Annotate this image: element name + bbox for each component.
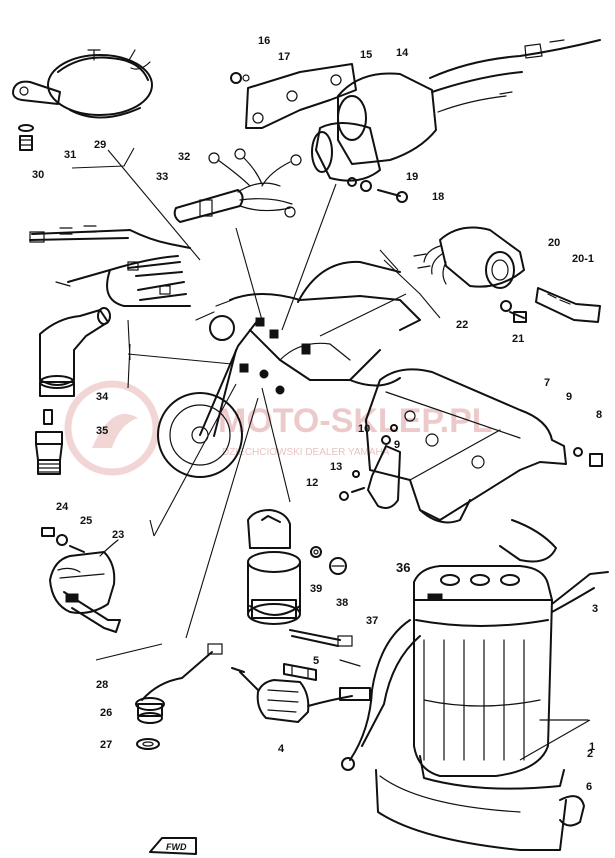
- callout-9-right: 9: [566, 391, 572, 403]
- fwd-arrow: FWD: [149, 837, 197, 855]
- flasher-relay: [247, 509, 353, 647]
- callout-2: 2: [587, 748, 593, 760]
- callout-26: 26: [100, 707, 112, 719]
- callout-33: 33: [156, 171, 168, 183]
- callout-labels: 1 2 3 4 5 6 7 8 9 9 10 12 13 14 15 16 17…: [32, 35, 602, 793]
- spark-plug-assembly: [35, 307, 111, 475]
- callout-12: 12: [306, 477, 318, 489]
- callout-14: 14: [396, 47, 409, 59]
- wire-harness: [29, 148, 302, 307]
- callout-21: 21: [512, 333, 524, 345]
- callout-19: 19: [406, 171, 418, 183]
- callout-34: 34: [96, 391, 109, 403]
- watermark-subtitle: DZIECHCIOWSKI DEALER YAMAHA: [222, 447, 390, 458]
- callout-30: 30: [32, 169, 44, 181]
- battery-bracket: [339, 368, 603, 563]
- callout-28: 28: [96, 679, 108, 691]
- callout-9-left: 9: [394, 439, 400, 451]
- callout-17: 17: [278, 51, 290, 63]
- neutral-switch: [135, 643, 223, 750]
- callout-13: 13: [330, 461, 342, 473]
- callout-8: 8: [596, 409, 602, 421]
- motorcycle-overview: [157, 260, 421, 478]
- callout-38: 38: [336, 597, 348, 609]
- callout-24: 24: [56, 501, 69, 513]
- callout-35: 35: [96, 425, 108, 437]
- callout-22: 22: [456, 319, 468, 331]
- callout-31: 31: [64, 149, 76, 161]
- fwd-label: FWD: [166, 842, 187, 852]
- callout-32: 32: [178, 151, 190, 163]
- leader-lines: [71, 147, 591, 761]
- callout-6: 6: [586, 781, 592, 793]
- callout-25: 25: [80, 515, 92, 527]
- callout-23: 23: [112, 529, 124, 541]
- callout-39: 39: [310, 583, 322, 595]
- voltage-regulator: [41, 527, 121, 633]
- horn-assembly: [12, 49, 153, 151]
- callout-7: 7: [544, 377, 550, 389]
- callout-20-1: 20-1: [572, 253, 594, 265]
- callout-36: 36: [396, 560, 410, 575]
- fuse-holder: [231, 659, 371, 723]
- callout-3: 3: [592, 603, 598, 615]
- watermark: MOTO-SKLEP.PL DZIECHCIOWSKI DEALER YAMAH…: [64, 380, 493, 476]
- watermark-title: MOTO-SKLEP.PL: [218, 402, 493, 440]
- callout-10: 10: [358, 423, 370, 435]
- callout-18: 18: [432, 191, 444, 203]
- callout-29: 29: [94, 139, 106, 151]
- callout-37: 37: [366, 615, 378, 627]
- battery-assembly: [341, 565, 609, 851]
- callout-16: 16: [258, 35, 270, 47]
- callout-4: 4: [278, 743, 285, 755]
- ignition-coil-assembly: [230, 39, 601, 203]
- callout-15: 15: [360, 49, 372, 61]
- callout-27: 27: [100, 739, 112, 751]
- callout-20: 20: [548, 237, 560, 249]
- main-switch-assembly: [413, 226, 601, 323]
- callout-5: 5: [313, 655, 319, 667]
- callout-1: 1: [589, 741, 595, 753]
